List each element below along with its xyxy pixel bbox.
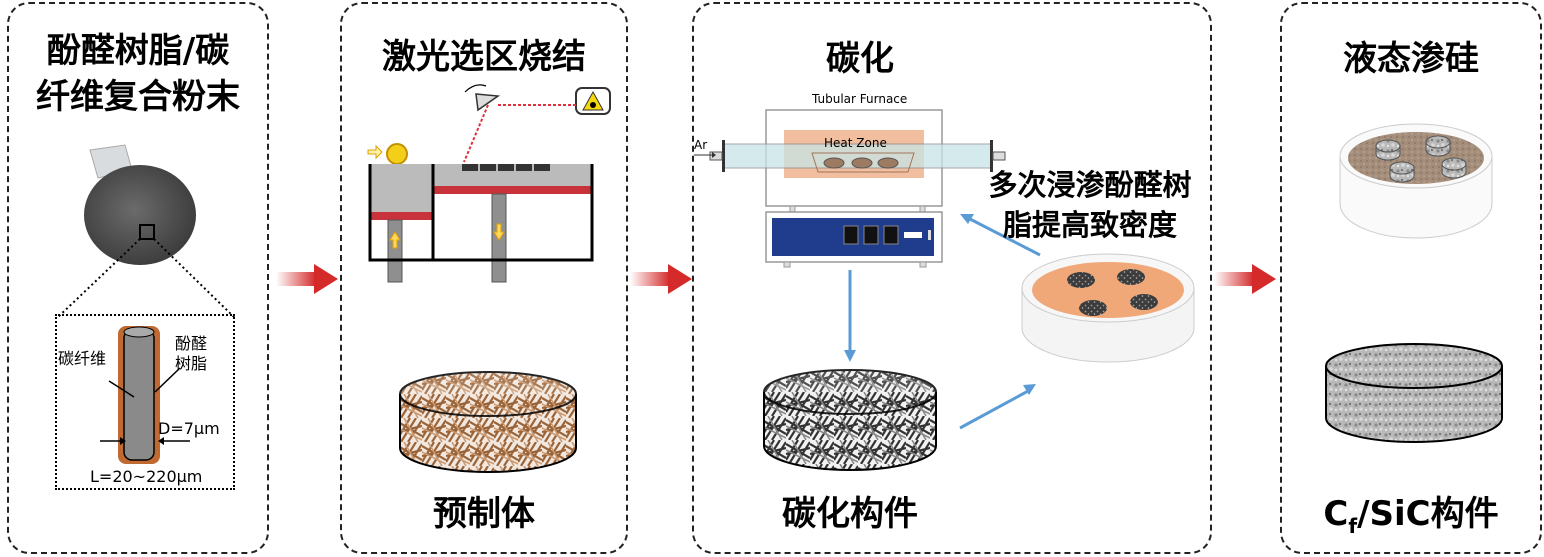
argon-inlet-arrow — [694, 152, 716, 158]
furnace-label: Tubular Furnace — [812, 92, 908, 106]
densify-note-line2: 脂提高致密度 — [1002, 208, 1177, 242]
panel-title-liquid-silicon-infiltration: 液态渗硅 — [1343, 39, 1479, 79]
panel-carbonization — [692, 2, 1212, 554]
cf-sic-part-label: Cf/SiC构件 — [1280, 486, 1542, 538]
flow-arrow-2 — [630, 264, 692, 294]
panel-liquid-silicon-infiltration — [1280, 2, 1542, 554]
scanner-mirror-icon — [475, 93, 501, 112]
flow-arrow-1 — [276, 264, 338, 294]
silicon-bath-illustration — [1339, 123, 1493, 239]
cf-sic-label-rest: /SiC构件 — [1357, 494, 1499, 534]
cf-sic-label-c: C — [1323, 494, 1349, 534]
panel-composite-powder — [7, 2, 269, 554]
fiber-length-label: L=20~220μm — [90, 467, 203, 486]
fiber-inset-box — [55, 314, 235, 490]
panel-title-composite-powder-line1: 酚醛树脂/碳 — [46, 31, 230, 71]
preform-label: 预制体 — [433, 494, 535, 534]
resin-label-line1: 酚醛 — [175, 334, 208, 353]
fiber-label: 碳纤维 — [58, 349, 107, 368]
resin-label-line2: 树脂 — [175, 354, 208, 373]
resin-bath-illustration — [1021, 253, 1195, 363]
preform-disc-illustration — [399, 371, 577, 473]
fiber-cylinder-illustration — [118, 326, 160, 464]
panel-title-sls: 激光选区烧结 — [382, 37, 586, 77]
cf-sic-part-illustration — [1325, 343, 1503, 443]
panel-title-composite-powder-line2: 纤维复合粉末 — [36, 77, 240, 117]
fiber-diameter-label: D=7μm — [158, 419, 220, 438]
panel-title-carbonization: 碳化 — [826, 39, 894, 79]
magnify-lines — [56, 238, 236, 319]
densify-note-line1: 多次浸渗酚醛树 — [988, 168, 1192, 202]
panel-sls — [340, 2, 628, 554]
flow-arrow-3 — [1214, 264, 1276, 294]
carbonized-part-label: 碳化构件 — [782, 494, 918, 534]
argon-gas-label: Ar — [694, 138, 708, 152]
carbonized-part-illustration — [763, 369, 937, 471]
powder-pile-illustration — [84, 144, 196, 265]
magnify-box — [139, 224, 155, 240]
heat-zone-label: Heat Zone — [824, 136, 887, 150]
tubular-furnace-illustration — [709, 109, 1006, 268]
sls-machine-illustration — [367, 84, 611, 283]
inset-pointer-arrows — [100, 367, 190, 445]
cf-sic-label-sub: f — [1348, 513, 1358, 538]
